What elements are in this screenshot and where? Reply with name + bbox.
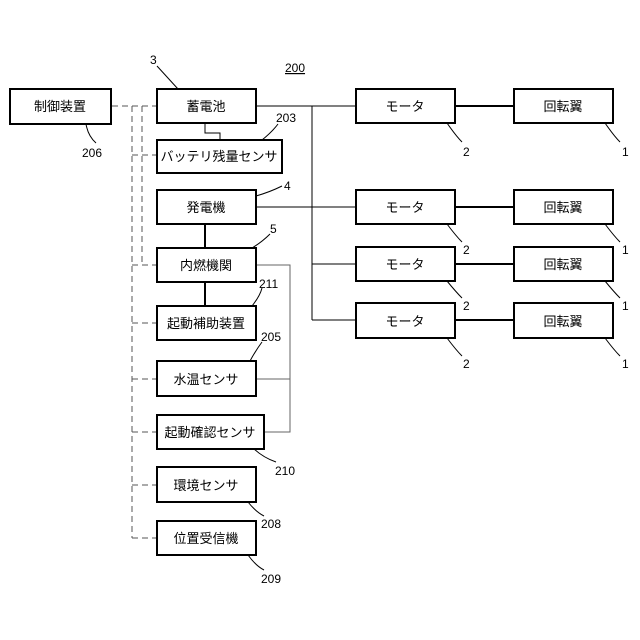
motor-reference: 2 [463, 357, 470, 371]
control-signal-lines [112, 106, 157, 538]
rotor-reference: 1 [622, 357, 629, 371]
engine-reference: 5 [270, 222, 277, 236]
water-temp-sensor-reference: 205 [261, 330, 281, 344]
start-confirm-sensor-reference: 210 [275, 464, 295, 478]
rotor-label: 回転翼 [543, 258, 582, 273]
motor-reference: 2 [463, 299, 470, 313]
start-assist-block: 起動補助装置 [157, 306, 256, 340]
controller-leader-line [86, 124, 96, 143]
battery-reference: 3 [150, 53, 157, 67]
motor-block: モータ [356, 247, 455, 281]
controller-block: 制御装置 [10, 89, 111, 124]
motor-block: モータ [356, 89, 455, 123]
rotor-block: 回転翼 [514, 89, 613, 123]
rotor-block: 回転翼 [514, 247, 613, 281]
generator-label: 発電機 [186, 201, 225, 216]
start-assist-label: 起動補助装置 [167, 317, 245, 332]
battery-sensor-reference: 203 [276, 111, 296, 125]
battery-sensor-block: バッテリ残量センサ [157, 140, 282, 173]
motor-label: モータ [385, 100, 424, 115]
generator-reference: 4 [284, 179, 291, 193]
environment-sensor-block: 環境センサ [157, 467, 256, 502]
rotor-leader-line [605, 123, 620, 142]
motor-label: モータ [385, 201, 424, 216]
water-temp-sensor-block: 水温センサ [157, 361, 256, 396]
controller-reference: 206 [82, 146, 102, 160]
motor-leader-line [447, 123, 462, 142]
motor-leader-line [447, 224, 462, 242]
engine-block: 内燃機関 [157, 248, 256, 282]
motor-leader-line [447, 338, 462, 356]
motor-leader-line [447, 281, 462, 298]
position-receiver-block: 位置受信機 [157, 521, 256, 555]
rotor-label: 回転翼 [543, 100, 582, 115]
generator-leader-line [256, 186, 282, 196]
engine-leader-line [252, 234, 270, 248]
rotor-label: 回転翼 [543, 315, 582, 330]
start-confirm-sensor-leader-line [254, 449, 276, 462]
rotor-block: 回転翼 [514, 190, 613, 224]
rotor-reference: 1 [622, 145, 629, 159]
controller-label: 制御装置 [34, 100, 86, 115]
start-confirm-sensor-block: 起動確認センサ [157, 415, 264, 449]
battery-label: 蓄電池 [186, 100, 225, 115]
generator-block: 発電機 [157, 190, 256, 224]
rotor-leader-line [605, 281, 620, 298]
battery-leader-line [157, 66, 178, 89]
environment-sensor-label: 環境センサ [173, 479, 238, 494]
motor-label: モータ [385, 315, 424, 330]
motor-reference: 2 [463, 243, 470, 257]
engine-label: 内燃機関 [180, 258, 232, 274]
motor-block: モータ [356, 303, 455, 338]
motor-block: モータ [356, 190, 455, 224]
rotor-leader-line [605, 338, 620, 356]
start-confirm-sensor-label: 起動確認センサ [164, 425, 255, 441]
motor-reference: 2 [463, 145, 470, 159]
rotor-reference: 1 [622, 243, 629, 257]
water-temp-sensor-leader-line [250, 342, 262, 361]
rotor-block: 回転翼 [514, 303, 613, 338]
battery-sensor-leader-line [262, 124, 278, 140]
water-temp-sensor-label: 水温センサ [173, 373, 238, 388]
rotor-leader-line [605, 224, 620, 242]
start-assist-reference: 211 [259, 277, 278, 291]
environment-sensor-reference: 208 [261, 517, 281, 531]
system-reference-number: 200 [285, 61, 305, 75]
battery-block: 蓄電池 [157, 89, 256, 123]
rotor-label: 回転翼 [543, 201, 582, 216]
rotor-reference: 1 [622, 299, 629, 313]
position-receiver-leader-line [248, 555, 264, 570]
position-receiver-label: 位置受信機 [173, 532, 238, 547]
battery-sensor-label: バッテリ残量センサ [160, 150, 277, 165]
environment-sensor-leader-line [248, 502, 264, 516]
position-receiver-reference: 209 [261, 572, 281, 586]
motor-label: モータ [385, 258, 424, 273]
